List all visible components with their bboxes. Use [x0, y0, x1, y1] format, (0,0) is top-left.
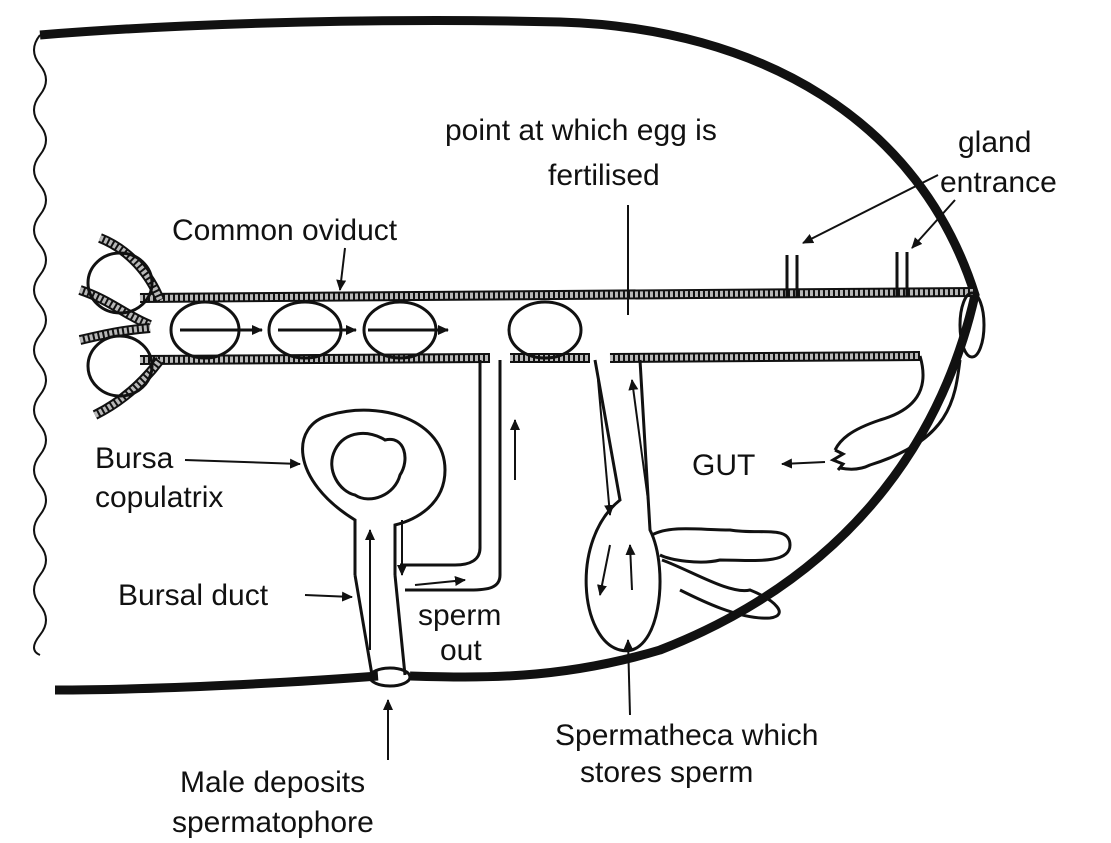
label-fertilisation-point-line2: fertilised: [548, 159, 660, 192]
label-bursal-duct: Bursal duct: [118, 579, 269, 612]
label-bursa-line2: copulatrix: [95, 481, 223, 514]
label-fertilisation-point-line1: point at which egg is: [445, 114, 717, 147]
label-bursa-line1: Bursa: [95, 442, 174, 475]
cut-edge: [34, 35, 46, 655]
bursal-duct: [355, 575, 410, 686]
bursa-copulatrix: [303, 410, 445, 575]
label-male-deposits-line1: Male deposits: [180, 766, 365, 799]
label-gut: GUT: [692, 449, 755, 482]
label-gland-entrance-line1: gland: [958, 126, 1031, 159]
label-sperm-out-line1: sperm: [418, 599, 501, 632]
common-oviduct: [80, 238, 984, 415]
eggs: [88, 253, 581, 396]
label-spermatheca-line1: Spermatheca which: [555, 719, 818, 752]
label-spermatheca-line2: stores sperm: [580, 756, 753, 789]
label-common-oviduct: Common oviduct: [172, 214, 398, 247]
spermatheca: [586, 360, 790, 651]
label-gland-entrance-line2: entrance: [940, 166, 1057, 199]
gut: [833, 356, 960, 470]
label-male-deposits-line2: spermatophore: [172, 806, 374, 839]
label-sperm-out-line2: out: [440, 634, 482, 667]
seminal-duct: [400, 360, 500, 590]
